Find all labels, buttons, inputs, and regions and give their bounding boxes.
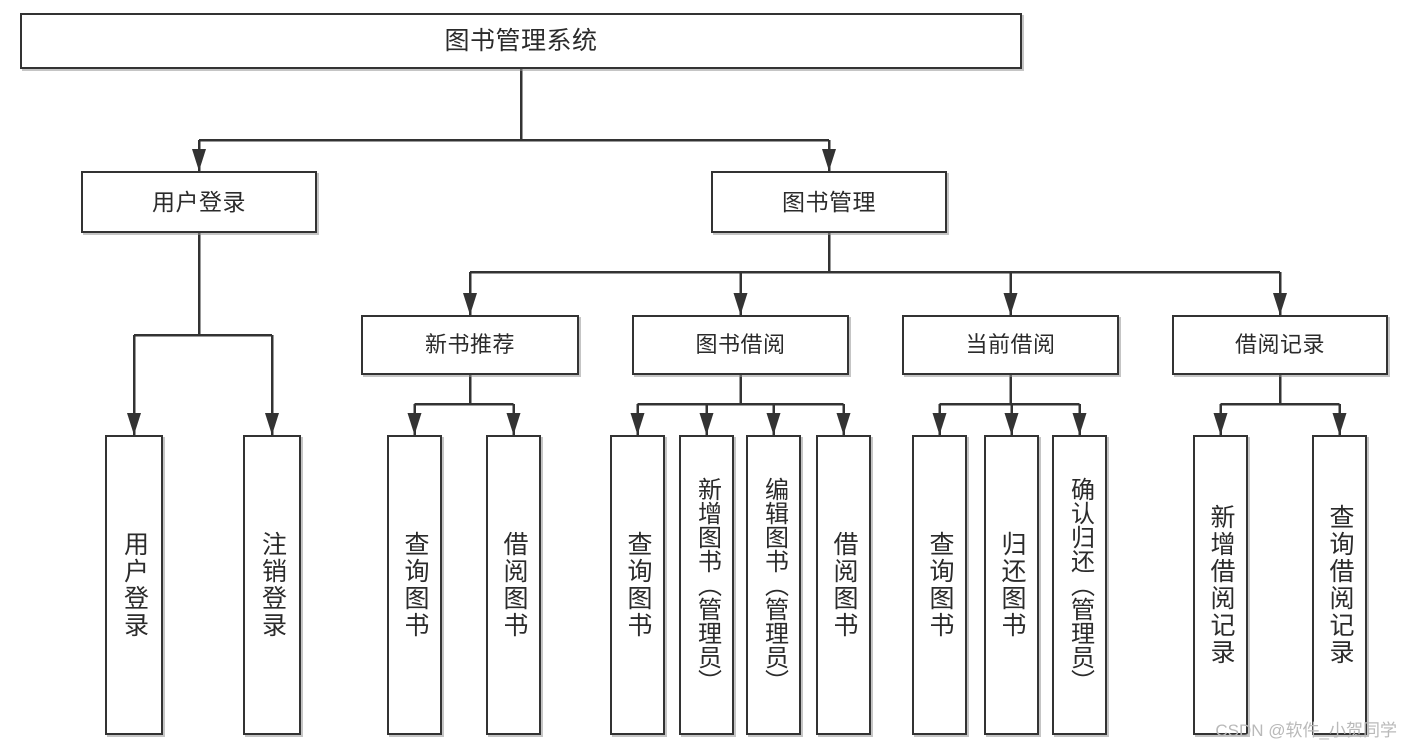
- node-leaf-add-book[interactable]: 新增图书（管理员）: [679, 435, 734, 735]
- connector-arrowhead: [265, 413, 279, 435]
- node-leaf-logout[interactable]: 注销登录: [243, 435, 301, 735]
- node-label: 借阅记录: [1234, 332, 1325, 358]
- node-leaf-query-book-cur[interactable]: 查询图书: [912, 435, 967, 735]
- node-leaf-return-book[interactable]: 归还图书: [984, 435, 1039, 735]
- connector-arrowhead: [932, 413, 947, 435]
- connector-arrowhead: [1003, 293, 1018, 315]
- connector-arrowhead: [822, 149, 836, 171]
- connector-arrowhead: [699, 413, 714, 435]
- node-label: 图书借阅: [695, 332, 786, 358]
- node-book-manage[interactable]: 图书管理: [711, 171, 947, 233]
- node-current-borrow[interactable]: 当前借阅: [902, 315, 1119, 375]
- node-label: 查询图书: [401, 531, 429, 639]
- node-leaf-borrow-book[interactable]: 借阅图书: [816, 435, 871, 735]
- connector-arrowhead: [630, 413, 645, 435]
- node-label: 当前借阅: [965, 332, 1056, 358]
- connector-arrowhead: [1004, 413, 1019, 435]
- connector-arrowhead: [1273, 293, 1287, 315]
- node-label: 图书管理: [782, 188, 876, 215]
- node-leaf-user-login[interactable]: 用户登录: [105, 435, 163, 735]
- node-label: 新增借阅记录: [1207, 504, 1235, 666]
- connector-arrowhead: [1072, 413, 1087, 435]
- node-root[interactable]: 图书管理系统: [20, 13, 1022, 69]
- connector-arrowhead: [733, 293, 748, 315]
- connector-arrowhead: [1213, 413, 1228, 435]
- node-label: 新书推荐: [424, 332, 515, 358]
- node-label: 查询借阅记录: [1326, 504, 1354, 666]
- node-label: 归还图书: [998, 531, 1026, 639]
- node-new-book-rec[interactable]: 新书推荐: [361, 315, 579, 375]
- node-leaf-add-record[interactable]: 新增借阅记录: [1193, 435, 1248, 735]
- node-leaf-query-book-borrow[interactable]: 查询图书: [610, 435, 665, 735]
- node-label: 新增图书（管理员）: [693, 477, 721, 693]
- connector-arrowhead: [192, 149, 206, 171]
- connector-arrowhead: [506, 413, 521, 435]
- connector-arrowhead: [836, 413, 851, 435]
- node-label: 用户登录: [120, 531, 149, 639]
- node-label: 确认归还（管理员）: [1066, 477, 1094, 693]
- node-leaf-confirm-return[interactable]: 确认归还（管理员）: [1052, 435, 1107, 735]
- node-label: 编辑图书（管理员）: [760, 477, 788, 693]
- connector-arrowhead: [766, 413, 781, 435]
- node-leaf-query-record[interactable]: 查询借阅记录: [1312, 435, 1367, 735]
- node-label: 查询图书: [624, 531, 652, 639]
- connector-arrowhead: [407, 413, 422, 435]
- node-book-borrow[interactable]: 图书借阅: [632, 315, 849, 375]
- node-label: 注销登录: [258, 531, 287, 639]
- connector-arrowhead: [1332, 413, 1347, 435]
- node-label: 查询图书: [926, 531, 954, 639]
- node-borrow-record[interactable]: 借阅记录: [1172, 315, 1388, 375]
- node-leaf-query-book-rec[interactable]: 查询图书: [387, 435, 442, 735]
- node-label: 借阅图书: [830, 531, 858, 639]
- connector-arrowhead: [463, 293, 477, 315]
- node-label: 图书管理系统: [444, 26, 598, 55]
- node-leaf-edit-book[interactable]: 编辑图书（管理员）: [746, 435, 801, 735]
- node-label: 用户登录: [152, 188, 246, 215]
- node-label: 借阅图书: [500, 531, 528, 639]
- node-leaf-borrow-book-rec[interactable]: 借阅图书: [486, 435, 541, 735]
- node-user-login[interactable]: 用户登录: [81, 171, 317, 233]
- connector-arrowhead: [127, 413, 141, 435]
